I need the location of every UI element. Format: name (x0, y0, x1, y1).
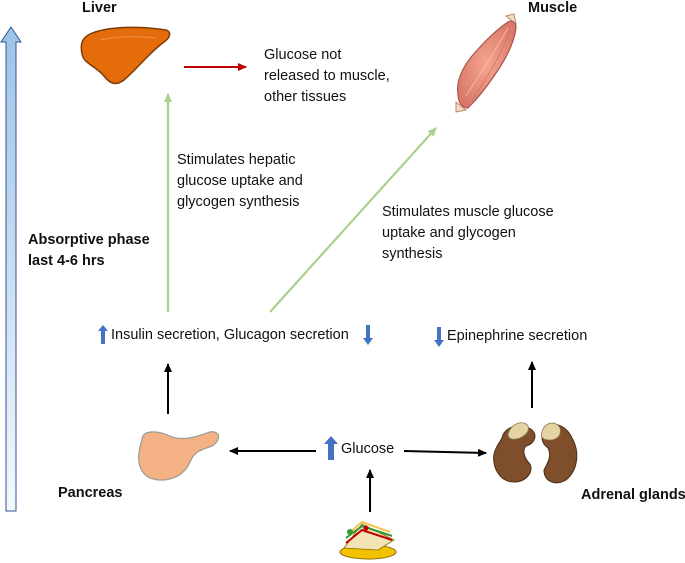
glucose-label: Glucose (341, 441, 395, 457)
muscle-effect-line-3: synthesis (382, 246, 443, 262)
hepatic-line-1: Stimulates hepatic (177, 152, 296, 168)
muscle-label: Muscle (528, 0, 578, 16)
hepatic-line-3: glycogen synthesis (177, 194, 300, 210)
adrenal-glands-label: Adrenal glands (581, 487, 685, 503)
sandwich-icon (339, 520, 397, 560)
arrow-glucose-to-adrenal (403, 448, 487, 457)
hepatic-line-2: glucose uptake and (177, 173, 303, 189)
insulin-glucagon-secretion-text: Insulin secretion, Glucagon secretion (111, 327, 349, 343)
glucose-up-indicator (324, 436, 338, 460)
phase-label: Absorptive phase last 4-6 hrs (28, 230, 150, 272)
liver-effect-line-3: other tissues (264, 89, 347, 105)
adrenal-glands-icon (493, 422, 578, 484)
pancreas-label: Pancreas (58, 485, 123, 501)
insulin-up-indicator (98, 325, 108, 344)
muscle-effect-line-1: Stimulates muscle glucose (382, 204, 554, 220)
epinephrine-down-indicator (434, 327, 444, 347)
green-arrow-to-muscle (269, 127, 437, 313)
muscle-effect-text: Stimulates muscle glucose uptake and gly… (382, 202, 554, 265)
pancreas-icon (138, 431, 220, 481)
liver-icon (80, 26, 171, 85)
muscle-effect-line-2: uptake and glycogen (382, 225, 516, 241)
liver-effect-line-1: Glucose not (264, 47, 342, 63)
liver-effect-text: Glucose not released to muscle, other ti… (264, 45, 390, 108)
phase-line-2: last 4-6 hrs (28, 253, 105, 269)
glucagon-down-indicator (363, 325, 373, 345)
epinephrine-secretion-text: Epinephrine secretion (447, 328, 588, 344)
absorptive-phase-arrow (0, 26, 22, 512)
phase-line-1: Absorptive phase (28, 232, 150, 248)
liver-effect-line-2: released to muscle, (264, 68, 390, 84)
hepatic-effect-text: Stimulates hepatic glucose uptake and gl… (177, 150, 303, 213)
liver-label: Liver (82, 0, 117, 16)
muscle-icon (455, 13, 517, 113)
